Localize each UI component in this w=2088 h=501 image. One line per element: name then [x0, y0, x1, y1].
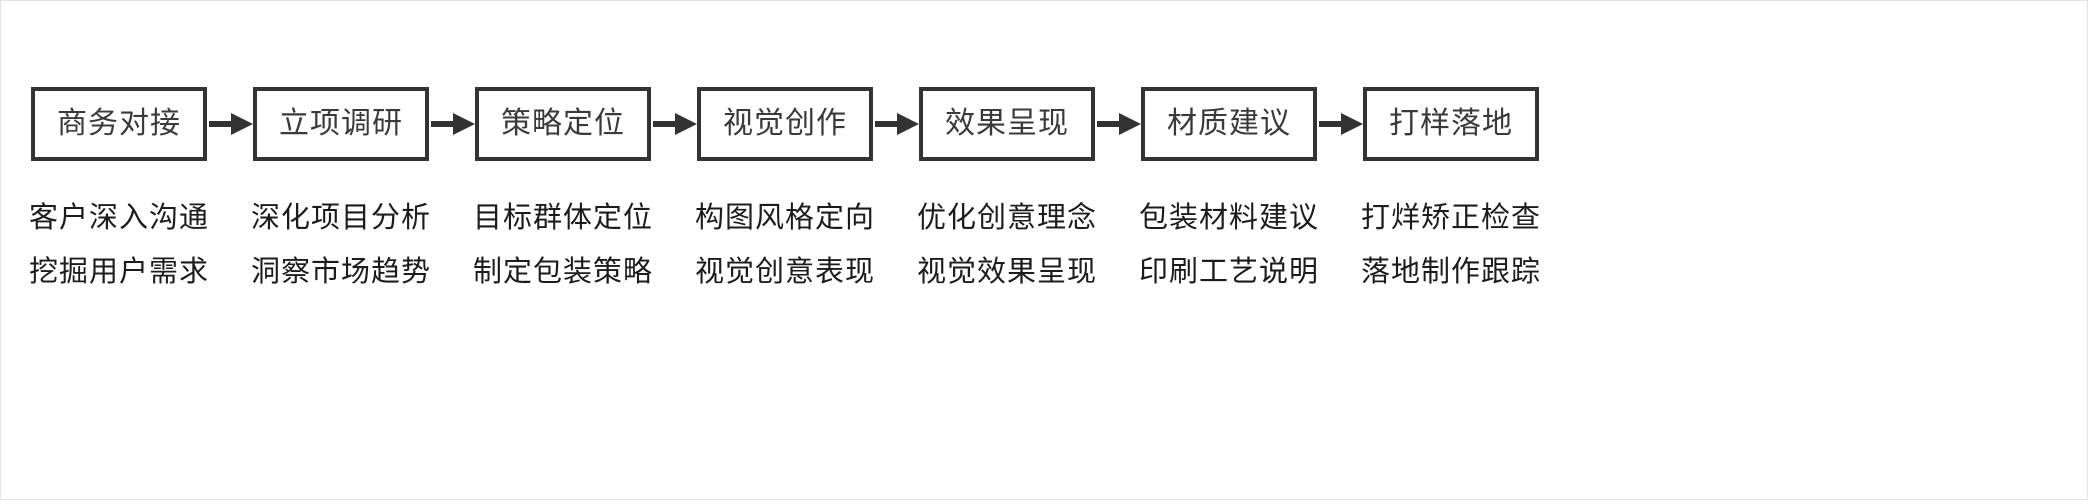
flow-stage-7[interactable]: 打样落地 打烊矫正检查 落地制作跟踪 — [1361, 87, 1540, 288]
flow-stage-box-2[interactable]: 立项调研 — [253, 87, 429, 161]
flow-stage-caption-7: 打烊矫正检查 落地制作跟踪 — [1341, 191, 1561, 299]
arrow-shaft — [1319, 121, 1345, 127]
flow-stage-label-7: 打样落地 — [1389, 107, 1513, 140]
flow-arrow-icon-4 — [875, 113, 919, 135]
arrow-shaft — [209, 121, 235, 127]
arrow-shaft — [875, 121, 901, 127]
flow-stage-caption-6-line-1: 包装材料建议 — [1138, 202, 1319, 234]
flow-arrow-icon-1 — [209, 113, 253, 135]
arrow-head — [1341, 113, 1363, 135]
flow-stage-caption-2-line-2: 洞察市场趋势 — [250, 256, 431, 288]
flow-stage-box-3[interactable]: 策略定位 — [475, 87, 651, 161]
flow-arrow-icon-5 — [1097, 113, 1141, 135]
flow-arrow-icon-2 — [431, 113, 475, 135]
flow-arrow-icon-6 — [1319, 113, 1363, 135]
flow-stage-box-6[interactable]: 材质建议 — [1141, 87, 1317, 161]
arrow-head — [1119, 113, 1141, 135]
arrow-head — [897, 113, 919, 135]
flow-stage-1[interactable]: 商务对接 客户深入沟通 挖掘用户需求 — [29, 87, 208, 288]
flow-stage-box-7[interactable]: 打样落地 — [1363, 87, 1539, 161]
flow-stage-label-5: 效果呈现 — [945, 107, 1069, 140]
flow-stage-3[interactable]: 策略定位 目标群体定位 制定包装策略 — [473, 87, 652, 288]
arrow-head — [231, 113, 253, 135]
flow-stage-caption-2: 深化项目分析 洞察市场趋势 — [231, 191, 451, 299]
flow-stage-caption-4: 构图风格定向 视觉创意表现 — [675, 191, 895, 299]
flow-stage-2[interactable]: 立项调研 深化项目分析 洞察市场趋势 — [251, 87, 430, 288]
arrow-shaft — [1097, 121, 1123, 127]
flow-stage-box-5[interactable]: 效果呈现 — [919, 87, 1095, 161]
flow-stage-caption-5: 优化创意理念 视觉效果呈现 — [897, 191, 1117, 299]
arrow-head — [453, 113, 475, 135]
flow-stage-caption-6-line-2: 印刷工艺说明 — [1138, 256, 1319, 288]
flow-stage-caption-3-line-1: 目标群体定位 — [472, 202, 653, 234]
flow-stage-label-1: 商务对接 — [57, 107, 181, 140]
flow-arrow-icon-3 — [653, 113, 697, 135]
flow-stage-label-4: 视觉创作 — [723, 107, 847, 140]
flow-stage-box-4[interactable]: 视觉创作 — [697, 87, 873, 161]
flow-stage-5[interactable]: 效果呈现 优化创意理念 视觉效果呈现 — [917, 87, 1096, 288]
arrow-head — [675, 113, 697, 135]
flow-stage-caption-4-line-1: 构图风格定向 — [694, 202, 875, 234]
flow-stage-caption-5-line-1: 优化创意理念 — [916, 202, 1097, 234]
flow-stage-caption-4-line-2: 视觉创意表现 — [694, 256, 875, 288]
flow-stage-label-2: 立项调研 — [279, 107, 403, 140]
flow-stage-caption-3: 目标群体定位 制定包装策略 — [453, 191, 673, 299]
flow-stage-label-6: 材质建议 — [1167, 107, 1291, 140]
flow-stage-caption-2-line-1: 深化项目分析 — [250, 202, 431, 234]
flow-stage-caption-7-line-1: 打烊矫正检查 — [1360, 202, 1541, 234]
flow-stage-caption-5-line-2: 视觉效果呈现 — [916, 256, 1097, 288]
flow-stage-caption-6: 包装材料建议 印刷工艺说明 — [1119, 191, 1339, 299]
flow-stage-box-1[interactable]: 商务对接 — [31, 87, 207, 161]
flow-stage-4[interactable]: 视觉创作 构图风格定向 视觉创意表现 — [695, 87, 874, 288]
arrow-shaft — [653, 121, 679, 127]
flow-stage-caption-1-line-2: 挖掘用户需求 — [28, 256, 209, 288]
flow-stage-caption-3-line-2: 制定包装策略 — [472, 256, 653, 288]
flow-stage-caption-7-line-2: 落地制作跟踪 — [1360, 256, 1541, 288]
flow-stage-label-3: 策略定位 — [501, 107, 625, 140]
arrow-shaft — [431, 121, 457, 127]
flow-stage-caption-1-line-1: 客户深入沟通 — [28, 202, 209, 234]
flow-stage-caption-1: 客户深入沟通 挖掘用户需求 — [9, 191, 229, 299]
flow-stage-6[interactable]: 材质建议 包装材料建议 印刷工艺说明 — [1139, 87, 1318, 288]
